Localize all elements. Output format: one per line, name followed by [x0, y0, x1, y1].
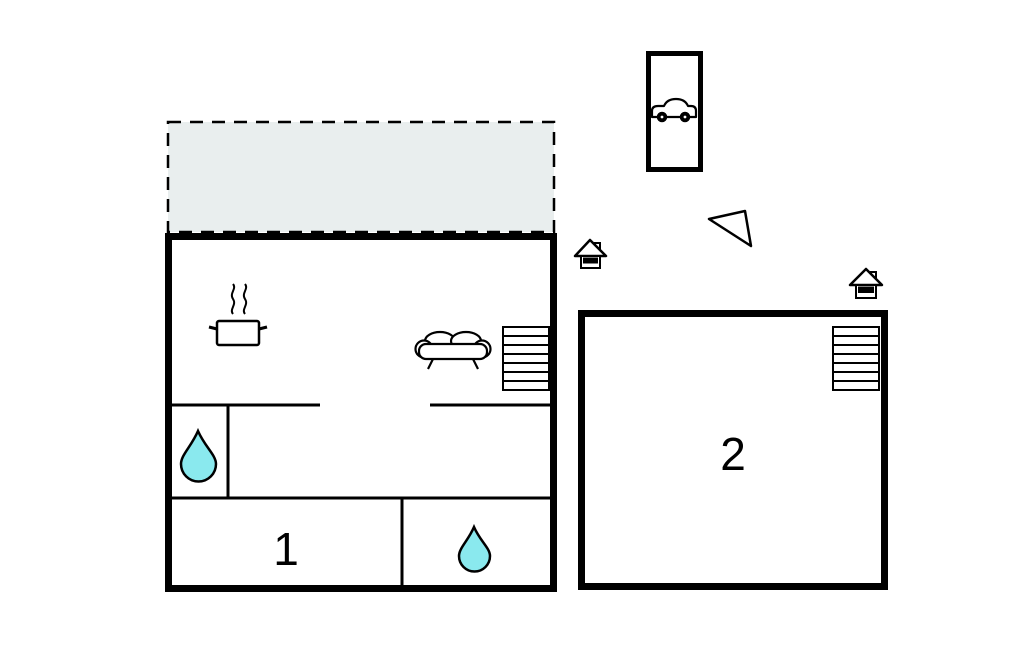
car-icon — [650, 97, 698, 123]
interior-walls — [167, 403, 555, 590]
pot-handle-right — [258, 325, 268, 331]
pot-body — [215, 319, 261, 347]
sofa-seat — [417, 342, 489, 361]
entrance-door-band — [858, 286, 874, 293]
stairs-icon — [502, 326, 550, 391]
steam-line — [230, 283, 236, 315]
entrance-roof — [848, 267, 884, 287]
water-drop-icon — [457, 523, 492, 573]
water-drop-icon — [179, 427, 218, 483]
entrance-icon — [848, 267, 884, 299]
entrance-door-band — [583, 257, 598, 264]
sofa-leg-left — [427, 358, 434, 370]
sofa-icon — [414, 330, 492, 370]
main-building-outline — [165, 233, 557, 592]
entrance-roof — [573, 238, 608, 258]
stairs-outline — [502, 326, 550, 391]
north-arrow-icon — [707, 209, 753, 248]
room-2-label: 2 — [720, 428, 746, 480]
steam-line — [242, 283, 248, 315]
stove-icon — [208, 283, 268, 347]
entrance-icon — [573, 238, 608, 269]
car-wheel-hub — [683, 115, 687, 119]
stairs-outline — [832, 326, 880, 391]
stairs-icon — [832, 326, 880, 391]
car-wheel-hub — [660, 115, 664, 119]
room-1-label: 1 — [273, 523, 299, 575]
pot-handle-left — [208, 325, 218, 331]
sofa-leg-right — [472, 358, 479, 370]
terrace-dashed-area — [166, 120, 556, 234]
